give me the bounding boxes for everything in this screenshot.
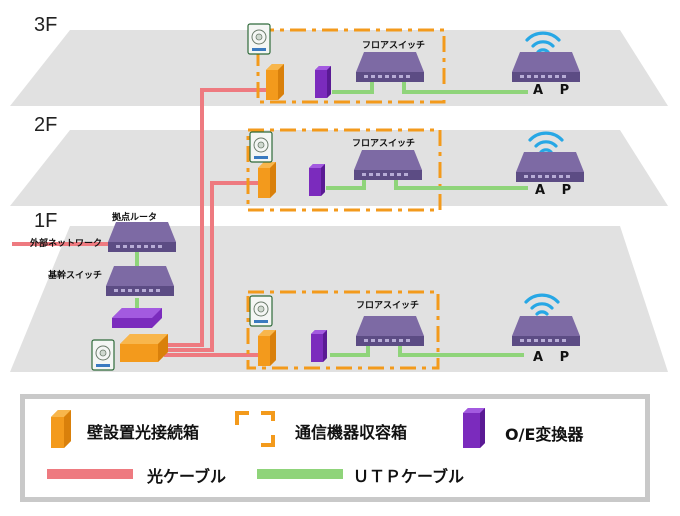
wall-box-2f	[258, 162, 276, 198]
legend-fiber-swatch	[47, 469, 133, 479]
ap-3f	[512, 52, 580, 82]
floor-3f-plate	[10, 30, 668, 106]
device-3f	[247, 23, 271, 55]
legend-wall-box-label: 壁設置光接続箱	[87, 423, 200, 442]
legend: 壁設置光接続箱 通信機器収容箱 O/E変換器 光ケーブル ＵＴＰケーブル	[20, 394, 650, 502]
backbone-switch	[106, 266, 174, 296]
wall-box-1f	[258, 330, 276, 366]
legend-utp-swatch	[257, 469, 343, 479]
floor-switch-3f-label: フロアスイッチ	[362, 41, 426, 51]
device-2f	[249, 131, 273, 163]
floor-label-3f: 3F	[34, 14, 58, 36]
ap-1f-label: A P	[533, 350, 576, 365]
floor-switch-2f-label: フロアスイッチ	[352, 139, 416, 149]
utp-cable-2f	[326, 180, 528, 190]
legend-fiber-label: 光ケーブル	[147, 467, 227, 486]
legend-oe-converter-label: O/E変換器	[505, 425, 584, 444]
hub-router-label: 拠点ルータ	[112, 213, 158, 223]
floor-switch-2f	[354, 150, 422, 180]
ap-2f-label: A P	[535, 183, 578, 198]
external-network-label: 外部ネットワーク	[30, 239, 103, 249]
floor-switch-1f-label: フロアスイッチ	[356, 301, 420, 311]
utp-cable-3f	[332, 82, 528, 94]
backbone-oe-converter	[112, 308, 162, 328]
floor-switch-3f	[356, 52, 424, 82]
device-1f	[249, 295, 273, 327]
ap-2f	[516, 152, 584, 182]
legend-utp-label: ＵＴＰケーブル	[353, 467, 465, 486]
enclosure-1f	[246, 290, 440, 370]
oe-converter-1f	[311, 330, 327, 362]
hub-router	[108, 222, 176, 252]
utp-cable-1f	[330, 345, 524, 357]
backbone-switch-label: 基幹スイッチ	[48, 271, 103, 281]
fiber-cable	[12, 88, 266, 357]
core-wall-box	[120, 334, 168, 362]
floor-label-2f: 2F	[34, 114, 58, 136]
enclosure-2f	[246, 128, 442, 212]
legend-wall-box-icon	[51, 410, 71, 448]
legend-enclosure-label: 通信機器収容箱	[295, 423, 408, 442]
floor-label-1f: 1F	[34, 210, 58, 232]
legend-enclosure-icon	[235, 411, 275, 447]
device-1f-core	[91, 339, 115, 371]
floor-1f-plate	[10, 226, 668, 372]
ap-3f-label: A P	[533, 83, 576, 98]
oe-converter-3f	[315, 66, 331, 98]
wall-box-3f	[266, 64, 284, 100]
ap-1f	[512, 316, 580, 346]
legend-oe-converter-icon	[463, 408, 485, 448]
oe-converter-2f	[309, 164, 325, 196]
enclosure-3f	[256, 28, 446, 104]
floor-switch-1f	[356, 316, 424, 346]
